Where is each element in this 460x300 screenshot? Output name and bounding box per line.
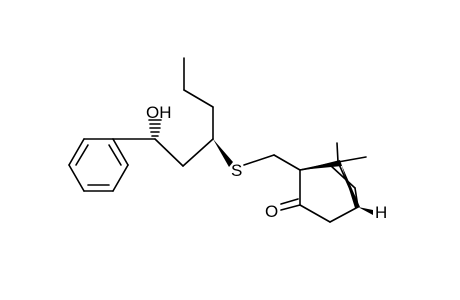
- sulfur-label: S: [231, 161, 242, 180]
- bold-bridge-wedge-2: [340, 160, 360, 208]
- bornane-cage-bonds: [280, 142, 367, 223]
- wedge-bond-to-sulfur: [213, 139, 233, 167]
- hydroxyl-label: OH: [146, 103, 172, 122]
- carbonyl-oxygen-label: O: [265, 202, 278, 221]
- phenyl-ring: [68, 138, 129, 192]
- bridgehead-hydrogen-label: H: [375, 203, 387, 222]
- bold-bridge-wedge: [300, 160, 342, 170]
- hashed-bond-to-hydroxyl: [148, 119, 162, 137]
- side-chain-bonds: [112, 57, 301, 171]
- bridgehead-h-wedge: [358, 207, 373, 215]
